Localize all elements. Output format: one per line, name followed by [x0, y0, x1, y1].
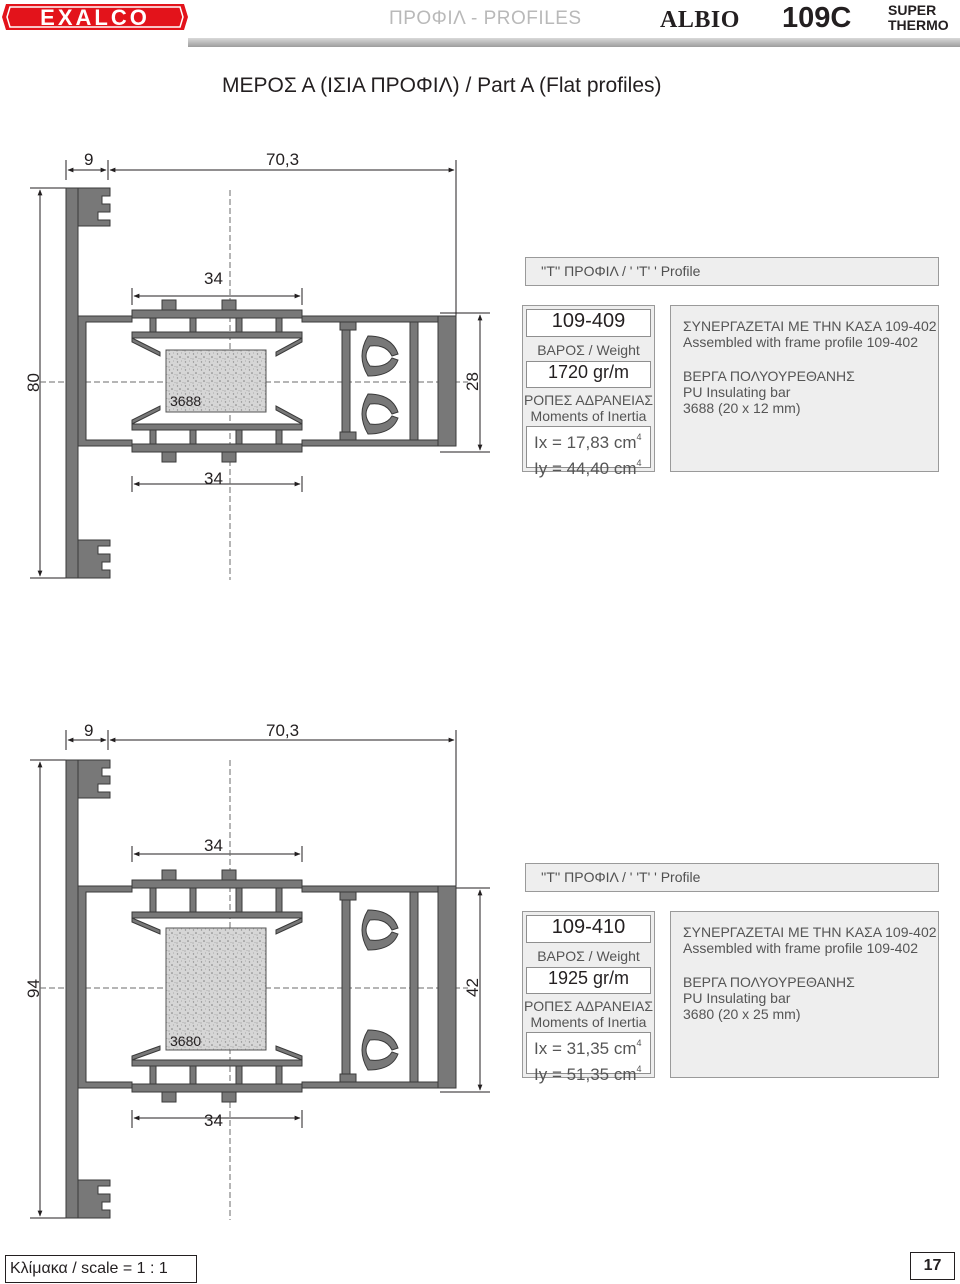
height-dimension: 94: [24, 759, 68, 1219]
bar-size: 3680 (20 x 25 mm): [683, 1006, 801, 1022]
iy-value-line: Iy = 51,35 cm4: [534, 1059, 650, 1085]
ix-exponent: 4: [636, 432, 642, 442]
iy-exponent: 4: [636, 1064, 642, 1074]
profile-type-label: ''T'' ΠΡΟΦΙΛ / ' 'T' ' Profile: [541, 869, 701, 885]
inertia-values-box: Ix = 31,35 cm4 Iy = 51,35 cm4: [526, 1032, 651, 1084]
thermal-break-profile: [131, 869, 303, 1103]
profile-code: 109-409: [551, 310, 626, 332]
profile-type-box: ''T'' ΠΡΟΦΙΛ / ' 'T' ' Profile: [525, 257, 939, 286]
bar-width-dimensions: 34 34: [131, 269, 303, 492]
bar-type-gr: ΒΕΡΓΑ ΠΟΛΥΟΥΡΕΘΑΝΗΣ: [683, 368, 855, 384]
profile-code: 109-410: [551, 916, 626, 938]
moments-label-gr: ΡΟΠΕΣ ΑΔΡΑΝΕΙΑΣ: [523, 998, 654, 1014]
dim-bar-width-top: 34: [204, 836, 223, 855]
albio-wordmark: ALBIO: [660, 7, 740, 33]
inertia-values-box: Ix = 17,83 cm4 Iy = 44,40 cm4: [526, 426, 651, 478]
iy-value: Iy = 44,40 cm: [534, 459, 637, 478]
weight-label: ΒΑΡΟΣ / Weight: [537, 948, 640, 964]
logo-text: EXALCO: [40, 5, 150, 30]
insulation-bar: [165, 349, 267, 413]
ix-exponent: 4: [636, 1038, 642, 1048]
profile-drawing-109-409: 9 70,3 80 28 34 34: [24, 150, 490, 580]
sash-profile: [65, 187, 133, 579]
assembled-gr: ΣΥΝΕΡΓΑΖΕΤΑΙ ΜΕ ΤΗΝ ΚΑΣΑ 109-402: [683, 318, 937, 334]
profile-type-box: ''T'' ΠΡΟΦΙΛ / ' 'T' ' Profile: [525, 863, 939, 892]
profile-type-label: ''T'' ΠΡΟΦΙΛ / ' 'T' ' Profile: [541, 263, 701, 279]
dim-total-height: 80: [24, 373, 43, 392]
insulation-bar: [165, 927, 267, 1051]
core-height-dimension: 42: [440, 887, 490, 1093]
width-dimension: 9 70,3: [65, 721, 457, 905]
header-title: ΠΡΟΦΙΛ - PROFILES: [389, 8, 582, 29]
weight-value-box: 1925 gr/m: [526, 967, 651, 994]
assembled-gr: ΣΥΝΕΡΓΑΖΕΤΑΙ ΜΕ ΤΗΝ ΚΑΣΑ 109-402: [683, 924, 937, 940]
profile-spec-box: 109-410 ΒΑΡΟΣ / Weight 1925 gr/m ΡΟΠΕΣ Α…: [522, 911, 655, 1084]
moments-label-en: Moments of Inertia: [530, 1014, 647, 1030]
exalco-logo: EXALCO: [2, 4, 188, 30]
page-number: 17: [910, 1252, 955, 1280]
ix-value-line: Ix = 31,35 cm4: [534, 1033, 650, 1059]
bar-width-dimensions: 34 34: [131, 836, 303, 1130]
product-variant-line2: THERMO: [888, 17, 949, 33]
product-series: 109C: [782, 2, 852, 34]
dim-bar-width-top: 34: [204, 269, 223, 288]
dim-core-height: 42: [463, 978, 482, 997]
scale-label: Κλίμακα / scale = 1 : 1: [5, 1255, 197, 1283]
weight-label: ΒΑΡΟΣ / Weight: [537, 342, 640, 358]
iy-value: Iy = 51,35 cm: [534, 1065, 637, 1084]
profile-code-box: 109-409: [526, 309, 651, 337]
ix-value-line: Ix = 17,83 cm4: [534, 427, 650, 453]
dim-main-width: 70,3: [266, 721, 299, 740]
iy-value-line: Iy = 44,40 cm4: [534, 453, 650, 479]
product-variant-line1: SUPER: [888, 2, 937, 18]
dim-left-width: 9: [84, 150, 93, 169]
assembled-en: Assembled with frame profile 109-402: [683, 940, 919, 956]
moments-label-gr: ΡΟΠΕΣ ΑΔΡΑΝΕΙΑΣ: [523, 392, 654, 408]
profile-code-box: 109-410: [526, 915, 651, 943]
dim-left-width: 9: [84, 721, 93, 740]
dim-total-height: 94: [24, 979, 43, 998]
width-dimension: 9 70,3: [65, 150, 457, 330]
profile-drawing-109-410: 9 70,3 94 42 34 34: [24, 721, 490, 1220]
ix-value: Ix = 17,83 cm: [534, 433, 637, 452]
thermal-break-profile: [131, 299, 303, 463]
bar-type-gr: ΒΕΡΓΑ ΠΟΛΥΟΥΡΕΘΑΝΗΣ: [683, 974, 855, 990]
assembly-info-box: ΣΥΝΕΡΓΑΖΕΤΑΙ ΜΕ ΤΗΝ ΚΑΣΑ 109-402 Assembl…: [670, 305, 939, 472]
ix-value: Ix = 31,35 cm: [534, 1039, 637, 1058]
header-rule: [188, 38, 960, 47]
dim-core-height: 28: [463, 372, 482, 391]
frame-profile: [301, 315, 457, 447]
bar-size: 3688 (20 x 12 mm): [683, 400, 801, 416]
bar-type-en: PU Insulating bar: [683, 990, 791, 1006]
height-dimension: 80: [24, 187, 68, 579]
bar-type-en: PU Insulating bar: [683, 384, 791, 400]
iy-exponent: 4: [636, 458, 642, 468]
profile-spec-box: 109-409 ΒΑΡΟΣ / Weight 1720 gr/m ΡΟΠΕΣ Α…: [522, 305, 655, 478]
dim-main-width: 70,3: [266, 150, 299, 169]
core-height-dimension: 28: [440, 312, 490, 453]
weight-value: 1720 gr/m: [547, 362, 630, 382]
bar-code-label: 3688: [170, 393, 201, 409]
dim-bar-width-bottom: 34: [204, 469, 223, 488]
bar-code-label: 3680: [170, 1033, 201, 1049]
sash-profile: [65, 759, 133, 1219]
assembled-en: Assembled with frame profile 109-402: [683, 334, 919, 350]
weight-value-box: 1720 gr/m: [526, 361, 651, 388]
assembly-info-box: ΣΥΝΕΡΓΑΖΕΤΑΙ ΜΕ ΤΗΝ ΚΑΣΑ 109-402 Assembl…: [670, 911, 939, 1078]
moments-label-en: Moments of Inertia: [530, 408, 647, 424]
dim-bar-width-bottom: 34: [204, 1111, 223, 1130]
weight-value: 1925 gr/m: [547, 968, 630, 988]
page-heading: ΜΕΡΟΣ Α (ΙΣΙΑ ΠΡΟΦΙΛ) / Part A (Flat pro…: [222, 74, 662, 97]
frame-profile: [301, 885, 457, 1089]
